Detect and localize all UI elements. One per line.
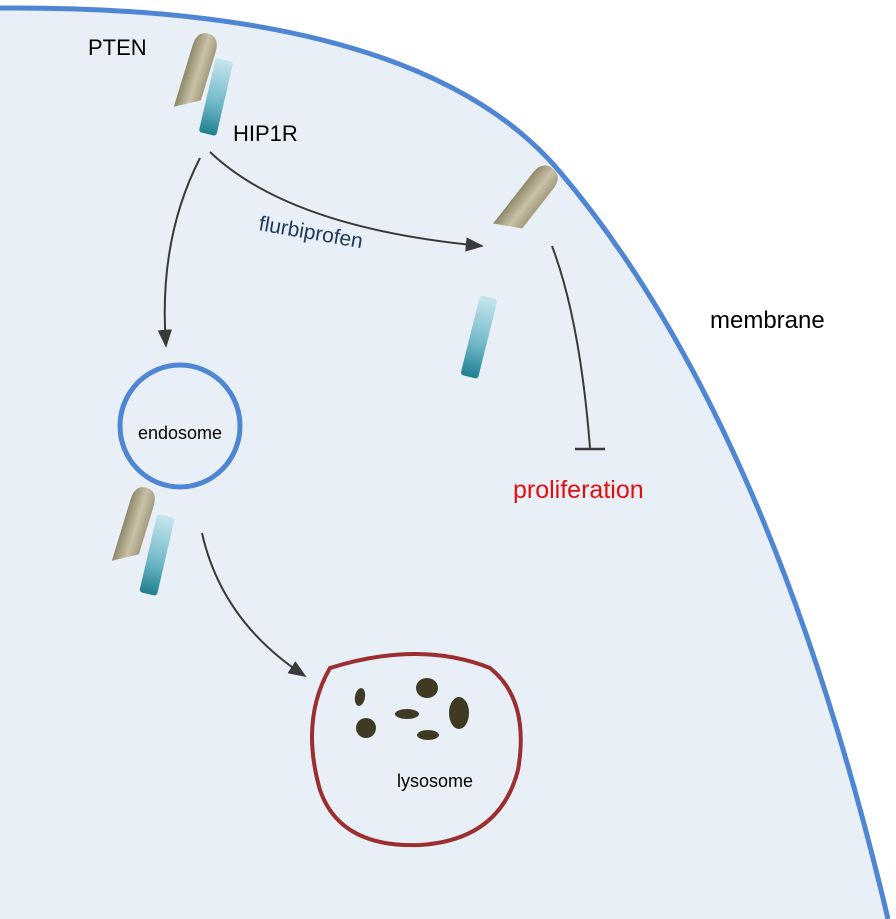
degraded-protein-debris (354, 678, 469, 740)
pten-hip1r-complex-endosome (111, 487, 175, 596)
pten-protein-top (173, 33, 217, 107)
hip1r-protein-released (460, 295, 498, 379)
arrow-flurbiprofen (209, 151, 484, 252)
hip1r-label: HIP1R (233, 121, 298, 146)
endosome-vesicle (117, 362, 243, 490)
arrow-to-lysosome (201, 532, 307, 677)
arrow-to-endosome (157, 157, 201, 348)
proliferation-label: proliferation (513, 476, 644, 504)
lysosome-vesicle (310, 652, 523, 848)
hip1r-protein-top (199, 58, 233, 136)
pten-label: PTEN (88, 35, 147, 60)
cell-membrane (0, 5, 891, 919)
pten-protein-endosome (111, 487, 155, 561)
pten-hip1r-complex-top (173, 33, 233, 136)
hip1r-protein-endosome (139, 514, 175, 596)
cytoplasm (0, 7, 888, 919)
endosome-label: endosome (138, 423, 222, 443)
inhibition-line (551, 245, 591, 449)
pten-protein-membrane (493, 165, 558, 229)
lysosome-label: lysosome (397, 771, 473, 791)
membrane-label: membrane (710, 307, 825, 334)
